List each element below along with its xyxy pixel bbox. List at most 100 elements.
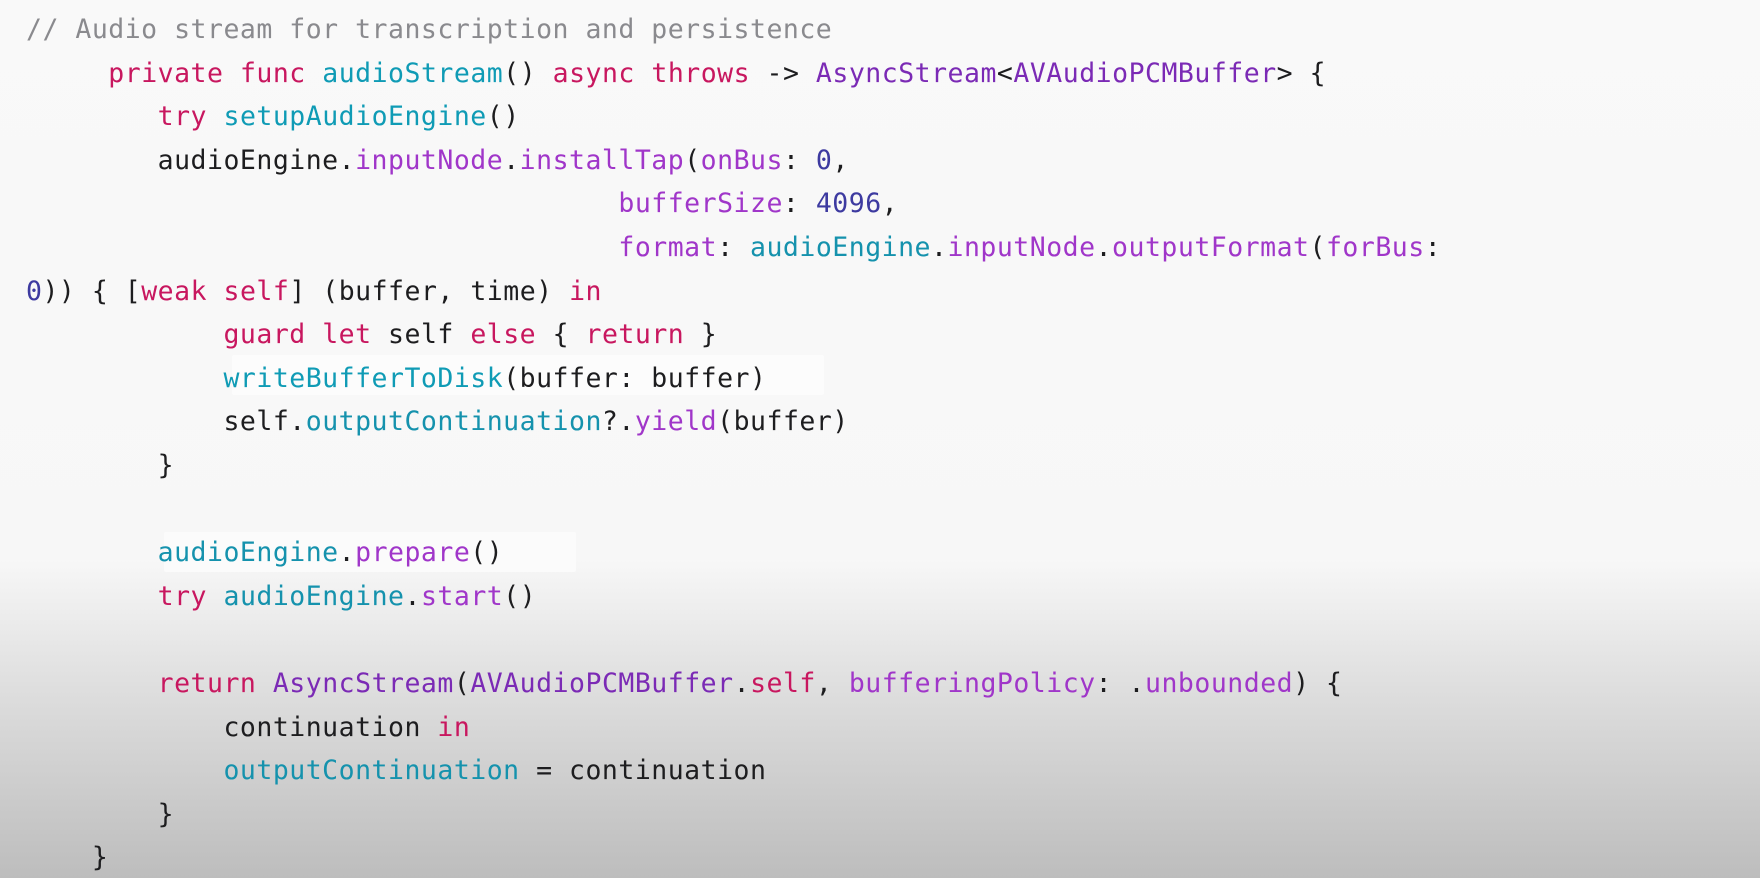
code-token <box>306 319 322 350</box>
code-token: 0 <box>815 144 833 176</box>
code-token <box>26 755 223 786</box>
code-token <box>207 101 223 132</box>
code-token: outputFormat <box>1112 232 1310 263</box>
code-token: async <box>552 57 635 89</box>
code-token: yield <box>634 406 718 438</box>
code-token: } <box>684 319 718 351</box>
code-token: > { <box>1276 57 1327 89</box>
code-token <box>26 101 158 132</box>
code-token: () <box>486 101 520 133</box>
code-token: . <box>404 580 421 612</box>
code-token: guard <box>223 319 306 351</box>
code-token: -> <box>750 57 816 89</box>
code-token: ] (buffer, time) <box>289 275 570 307</box>
code-token: . <box>503 144 520 176</box>
code-token <box>306 58 322 89</box>
code-token: bufferingPolicy <box>848 668 1096 699</box>
code-token: let <box>322 319 372 351</box>
code-line: audioEngine.inputNode.installTap(onBus: … <box>26 141 849 181</box>
code-line: private func audioStream() async throws … <box>26 54 1326 94</box>
code-token: in <box>437 711 471 743</box>
code-token: format <box>618 232 718 263</box>
code-token <box>223 58 239 89</box>
code-token <box>26 188 618 219</box>
code-token <box>26 58 108 89</box>
code-token: inputNode <box>355 144 504 176</box>
code-token: } <box>26 798 175 830</box>
code-token: unbounded <box>1145 668 1294 699</box>
code-line: } <box>26 446 174 486</box>
code-token <box>256 668 272 699</box>
code-token: : <box>782 188 816 220</box>
code-token: = continuation <box>519 755 767 787</box>
code-token: AVAudioPCMBuffer <box>1013 57 1277 89</box>
code-token: audioEngine <box>750 232 932 263</box>
code-line: outputContinuation = continuation <box>26 751 766 791</box>
code-token: audioEngine <box>157 537 339 569</box>
code-token: )) { [ <box>42 275 142 307</box>
code-token: : <box>1424 232 1442 263</box>
code-token: else <box>470 319 537 351</box>
code-token: bufferSize <box>618 188 783 220</box>
code-token: ?. <box>601 406 635 438</box>
code-token: } <box>26 450 175 481</box>
code-token: try <box>157 580 208 612</box>
line-highlight-prepare <box>164 532 576 572</box>
code-token: self <box>750 668 816 699</box>
code-line: } <box>26 795 174 835</box>
code-token: audioStream <box>322 57 504 89</box>
code-line: writeBufferToDisk(buffer: buffer) <box>26 359 766 399</box>
code-token: prepare <box>355 537 471 569</box>
code-line: audioEngine.prepare() <box>26 533 503 573</box>
code-line: try audioEngine.start() <box>26 577 536 617</box>
code-line: format: audioEngine.inputNode.outputForm… <box>26 228 1441 268</box>
code-line: bufferSize: 4096, <box>26 184 898 224</box>
code-token: func <box>239 57 306 89</box>
code-token: outputContinuation <box>223 755 520 787</box>
code-token: 0 <box>26 275 43 307</box>
code-token: AsyncStream <box>815 57 997 89</box>
code-token: self. <box>26 406 306 438</box>
code-token: forBus <box>1325 232 1425 263</box>
code-line: guard let self else { return } <box>26 315 717 355</box>
code-token: } <box>26 842 109 874</box>
code-token: . <box>1095 232 1113 263</box>
code-token: throws <box>651 57 751 89</box>
code-token: private <box>108 57 224 89</box>
code-token: continuation <box>26 711 438 743</box>
code-token: < <box>996 57 1014 89</box>
code-token: , <box>832 144 849 176</box>
code-token <box>26 668 158 699</box>
code-token: ) { <box>1293 668 1343 699</box>
code-token <box>635 58 651 89</box>
code-token: installTap <box>519 144 685 176</box>
code-token <box>207 276 223 307</box>
code-token <box>26 232 618 263</box>
code-token: ( <box>684 144 701 176</box>
code-token: () <box>503 57 553 89</box>
code-token: : <box>717 232 751 263</box>
code-line: 0)) { [weak self] (buffer, time) in <box>26 272 602 312</box>
code-token <box>207 581 223 612</box>
code-token: (buffer) <box>717 406 849 438</box>
code-token: inputNode <box>947 232 1096 263</box>
code-token: audioEngine <box>223 580 405 612</box>
code-token: () <box>470 537 504 569</box>
code-token: self <box>371 319 471 351</box>
line-highlight-writebuffer <box>232 355 824 395</box>
code-token: outputContinuation <box>305 406 602 438</box>
code-token: start <box>420 580 504 612</box>
code-token: return <box>585 319 685 351</box>
code-token: try <box>157 101 208 133</box>
code-line: try setupAudioEngine() <box>26 97 520 137</box>
code-token: AVAudioPCMBuffer <box>470 668 734 699</box>
code-token: ( <box>1309 232 1326 263</box>
code-token: (buffer: buffer) <box>503 362 767 394</box>
code-token: audioEngine. <box>26 144 356 176</box>
code-token: in <box>569 275 602 307</box>
code-token <box>26 363 223 394</box>
code-token: self <box>223 275 290 307</box>
code-token: AsyncStream <box>272 668 454 699</box>
code-token: // Audio stream for transcription and pe… <box>26 14 833 45</box>
